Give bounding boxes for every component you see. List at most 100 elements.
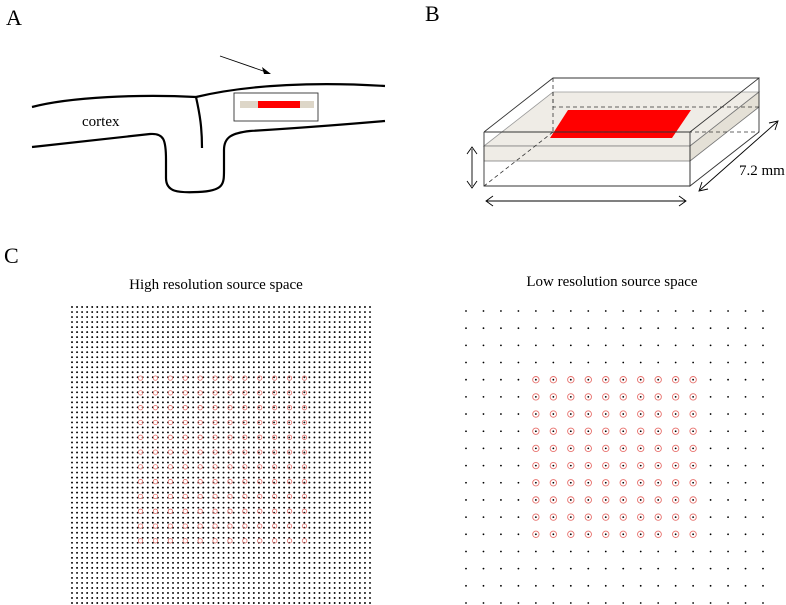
source-point [156,351,159,354]
source-point [202,531,205,534]
source-point [303,436,306,439]
source-point [106,576,109,579]
source-point [313,561,316,564]
source-point [192,306,195,308]
source-point [167,561,169,564]
source-point [328,587,331,589]
source-point [247,376,250,379]
source-point [131,346,134,349]
active-source-marker [137,405,144,411]
source-point [106,426,109,429]
source-point [569,361,572,364]
source-point [328,326,331,329]
source-point [131,561,134,564]
source-point [500,430,502,433]
source-point [96,406,99,409]
source-point [151,356,154,359]
source-point [369,486,371,489]
source-point [237,406,240,409]
source-point [131,486,134,489]
source-point [353,381,356,384]
source-point [343,496,346,499]
source-point [257,411,260,414]
source-point [242,461,245,464]
source-point [126,536,129,539]
source-point [348,456,351,459]
source-point [101,341,104,344]
source-point [101,481,104,484]
source-point [333,316,336,318]
source-point [343,556,346,559]
source-point [278,541,281,544]
source-point [298,592,301,594]
source-point [172,536,174,539]
source-point [202,551,205,554]
source-point [121,441,124,444]
source-point [207,521,210,524]
source-point [101,446,104,449]
source-point [333,391,336,394]
active-source-marker [197,523,203,529]
source-point [268,491,270,494]
source-point [298,597,301,599]
active-source-marker [272,479,278,485]
source-point [192,406,195,409]
source-point [151,566,154,569]
source-point [303,371,306,374]
source-point [96,556,99,559]
source-point [639,378,642,381]
source-point [182,396,185,399]
source-point [353,571,356,574]
source-point [121,336,124,339]
source-point [674,430,677,433]
source-point [156,396,159,399]
source-point [268,597,270,599]
source-point [298,391,301,394]
source-point [338,476,341,479]
source-point [288,421,291,424]
source-point [106,396,109,399]
source-point [192,411,195,414]
source-point [126,326,129,329]
source-point [358,411,361,414]
source-point [81,381,84,384]
source-point [639,550,642,553]
source-point [146,592,149,594]
source-point [111,501,114,504]
source-point [172,396,174,399]
source-point [116,316,119,318]
source-point [278,511,281,514]
source-point [268,526,270,529]
source-point [197,491,200,494]
source-point [76,506,79,509]
source-point [303,421,306,424]
source-point [343,311,346,313]
source-point [318,496,321,499]
source-point [76,311,79,313]
source-point [338,471,341,474]
source-point [252,581,255,584]
source-point [364,481,366,484]
source-point [121,602,124,604]
source-point [364,451,366,454]
source-point [273,361,275,364]
source-point [131,536,134,539]
source-point [136,306,139,308]
source-point [313,351,316,354]
source-point [262,496,265,499]
source-point [268,551,270,554]
source-point [242,587,245,589]
source-point [323,536,326,539]
source-point [146,551,149,554]
source-point [242,371,245,374]
source-point [177,306,180,308]
source-point [313,501,316,504]
source-point [348,602,351,604]
source-point [227,602,230,604]
source-point [116,561,119,564]
source-point [146,411,149,414]
source-point [156,341,159,344]
source-point [156,587,159,589]
source-point [293,341,296,344]
active-source-marker [227,419,233,426]
